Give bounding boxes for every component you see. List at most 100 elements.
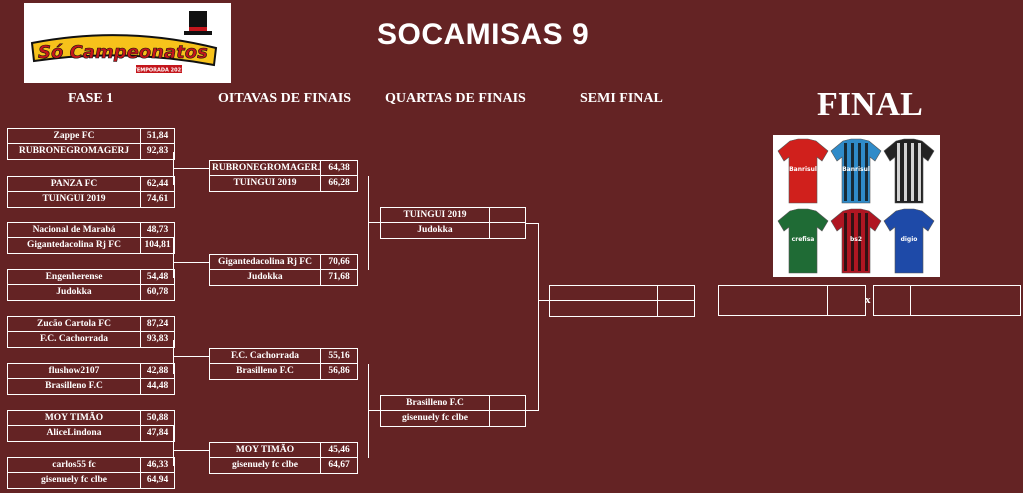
round-header-fase1: FASE 1 <box>68 91 114 106</box>
team-score <box>490 411 525 426</box>
team-score: 62,44 <box>146 179 169 189</box>
team-score <box>874 286 911 315</box>
bracket-line <box>526 223 538 224</box>
team-score: 64,67 <box>328 460 350 470</box>
team-score <box>490 208 525 222</box>
shirt-sponsor-text: crefisa <box>792 236 815 243</box>
team-score: 42,88 <box>146 366 169 376</box>
team-score <box>658 286 694 300</box>
fase1-match-7: MOY TIMÃO 50,88 AliceLindona 47,84 <box>7 410 175 442</box>
team-name: TUINGUI 2019 <box>381 208 490 222</box>
team-name: gisenuely fc clbe <box>381 411 490 426</box>
team-score: 64,94 <box>146 475 169 485</box>
team-score: 93,83 <box>146 334 169 344</box>
shirt-stripe <box>858 213 861 271</box>
shirt-stripe <box>865 213 868 271</box>
team-score: 56,86 <box>328 366 350 376</box>
team-score-empty <box>658 301 694 316</box>
team-name: gisenuely fc clbe <box>210 458 321 473</box>
shirt-stripe <box>851 143 854 201</box>
team-score: 44,48 <box>146 381 169 391</box>
team-name: Gigantedacolina Rj FC <box>8 238 141 253</box>
shirt-stripe <box>851 213 854 271</box>
team-name: Engenherense <box>8 270 141 284</box>
team-score: 45,46 <box>328 445 350 455</box>
team-score: 71,68 <box>328 272 350 282</box>
team-name: F.C. Cachorrada <box>210 349 321 363</box>
fase1-match-1-top: Zappe FC 51,84 RUBRONEGROMAGERJ 92,83 <box>7 128 175 160</box>
round-header-quartas: QUARTAS DE FINAIS <box>385 91 526 106</box>
bracket-line <box>538 300 549 301</box>
team-score: 64,38 <box>328 163 350 173</box>
shirt-sponsor-text: digio <box>901 236 918 243</box>
shirt-6 <box>883 208 935 274</box>
final-title: FINAL <box>817 86 923 123</box>
shirt-sponsor-text: bs2 <box>850 236 862 243</box>
team-name: Brasilleno F.C <box>210 364 321 379</box>
team-name: Gigantedacolina Rj FC <box>210 255 321 269</box>
team-score: 51,84 <box>146 131 169 141</box>
team-name: RUBRONEGROMAGERJ <box>8 144 141 159</box>
bracket-line <box>368 364 369 458</box>
team-name: Judokka <box>210 270 321 285</box>
team-score: 87,24 <box>146 319 169 329</box>
team-name: AliceLindona <box>8 426 141 441</box>
team-name: Judokka <box>381 223 490 238</box>
team-score: 47,84 <box>146 428 169 438</box>
logo-text: Só Campeonatos <box>38 42 208 63</box>
shirt-stripe <box>918 143 921 201</box>
team-name: Judokka <box>8 285 141 300</box>
team-name: Zappe FC <box>8 129 141 143</box>
team-name: RUBRONEGROMAGERJ <box>212 161 321 175</box>
shirt-4 <box>777 208 829 274</box>
shirt-stripe <box>844 213 847 271</box>
bracket-line <box>526 410 538 411</box>
round-header-semi: SEMI FINAL <box>580 91 663 106</box>
team-name: PANZA FC <box>8 177 141 191</box>
final-slot-2 <box>873 285 1021 316</box>
team-name: flushow2107 <box>8 364 141 378</box>
team-score: 92,83 <box>146 146 169 156</box>
semi-final-slot <box>549 285 695 317</box>
shirt-sponsor-text: Banrisul <box>789 166 817 173</box>
team-name <box>719 286 828 315</box>
team-name <box>911 286 1020 315</box>
team-name-empty <box>550 301 658 316</box>
bracket-line <box>368 176 369 270</box>
round-header-oitavas: OITAVAS DE FINAIS <box>218 91 352 106</box>
team-name: Zucão Cartola FC <box>8 317 141 331</box>
team-score: 55,16 <box>328 351 350 361</box>
team-name: Brasilleno F.C <box>381 396 490 410</box>
fase1-match-6: flushow2107 42,88 Brasilleno F.C 44,48 <box>7 363 175 395</box>
final-slot-1 <box>718 285 866 316</box>
shirt-stripe <box>911 143 914 201</box>
oitavas-match-3: F.C. Cachorrada 55,16 Brasilleno F.C 56,86 <box>209 348 358 380</box>
bracket-line <box>173 168 209 169</box>
team-score: 54,48 <box>146 272 169 282</box>
bracket-line <box>538 223 539 411</box>
final-versus-separator: x <box>865 294 871 306</box>
bracket-line <box>368 410 380 411</box>
page-title: SOCAMISAS 9 <box>377 18 590 51</box>
bracket-line <box>368 222 380 223</box>
team-score <box>828 286 865 315</box>
team-name: Brasilleno F.C <box>8 379 141 394</box>
bracket-line <box>173 426 174 466</box>
bracket-line <box>173 450 209 451</box>
team-name: MOY TIMÃO <box>8 411 141 425</box>
bracket-line <box>173 340 174 374</box>
team-score: 66,28 <box>328 178 350 188</box>
team-name: Nacional de Marabá <box>8 223 141 237</box>
team-score: 50,88 <box>146 413 169 423</box>
bracket-line <box>173 238 174 278</box>
team-score: 104,81 <box>144 240 171 250</box>
shirt-stripe <box>897 143 900 201</box>
shirt-2 <box>830 138 882 204</box>
